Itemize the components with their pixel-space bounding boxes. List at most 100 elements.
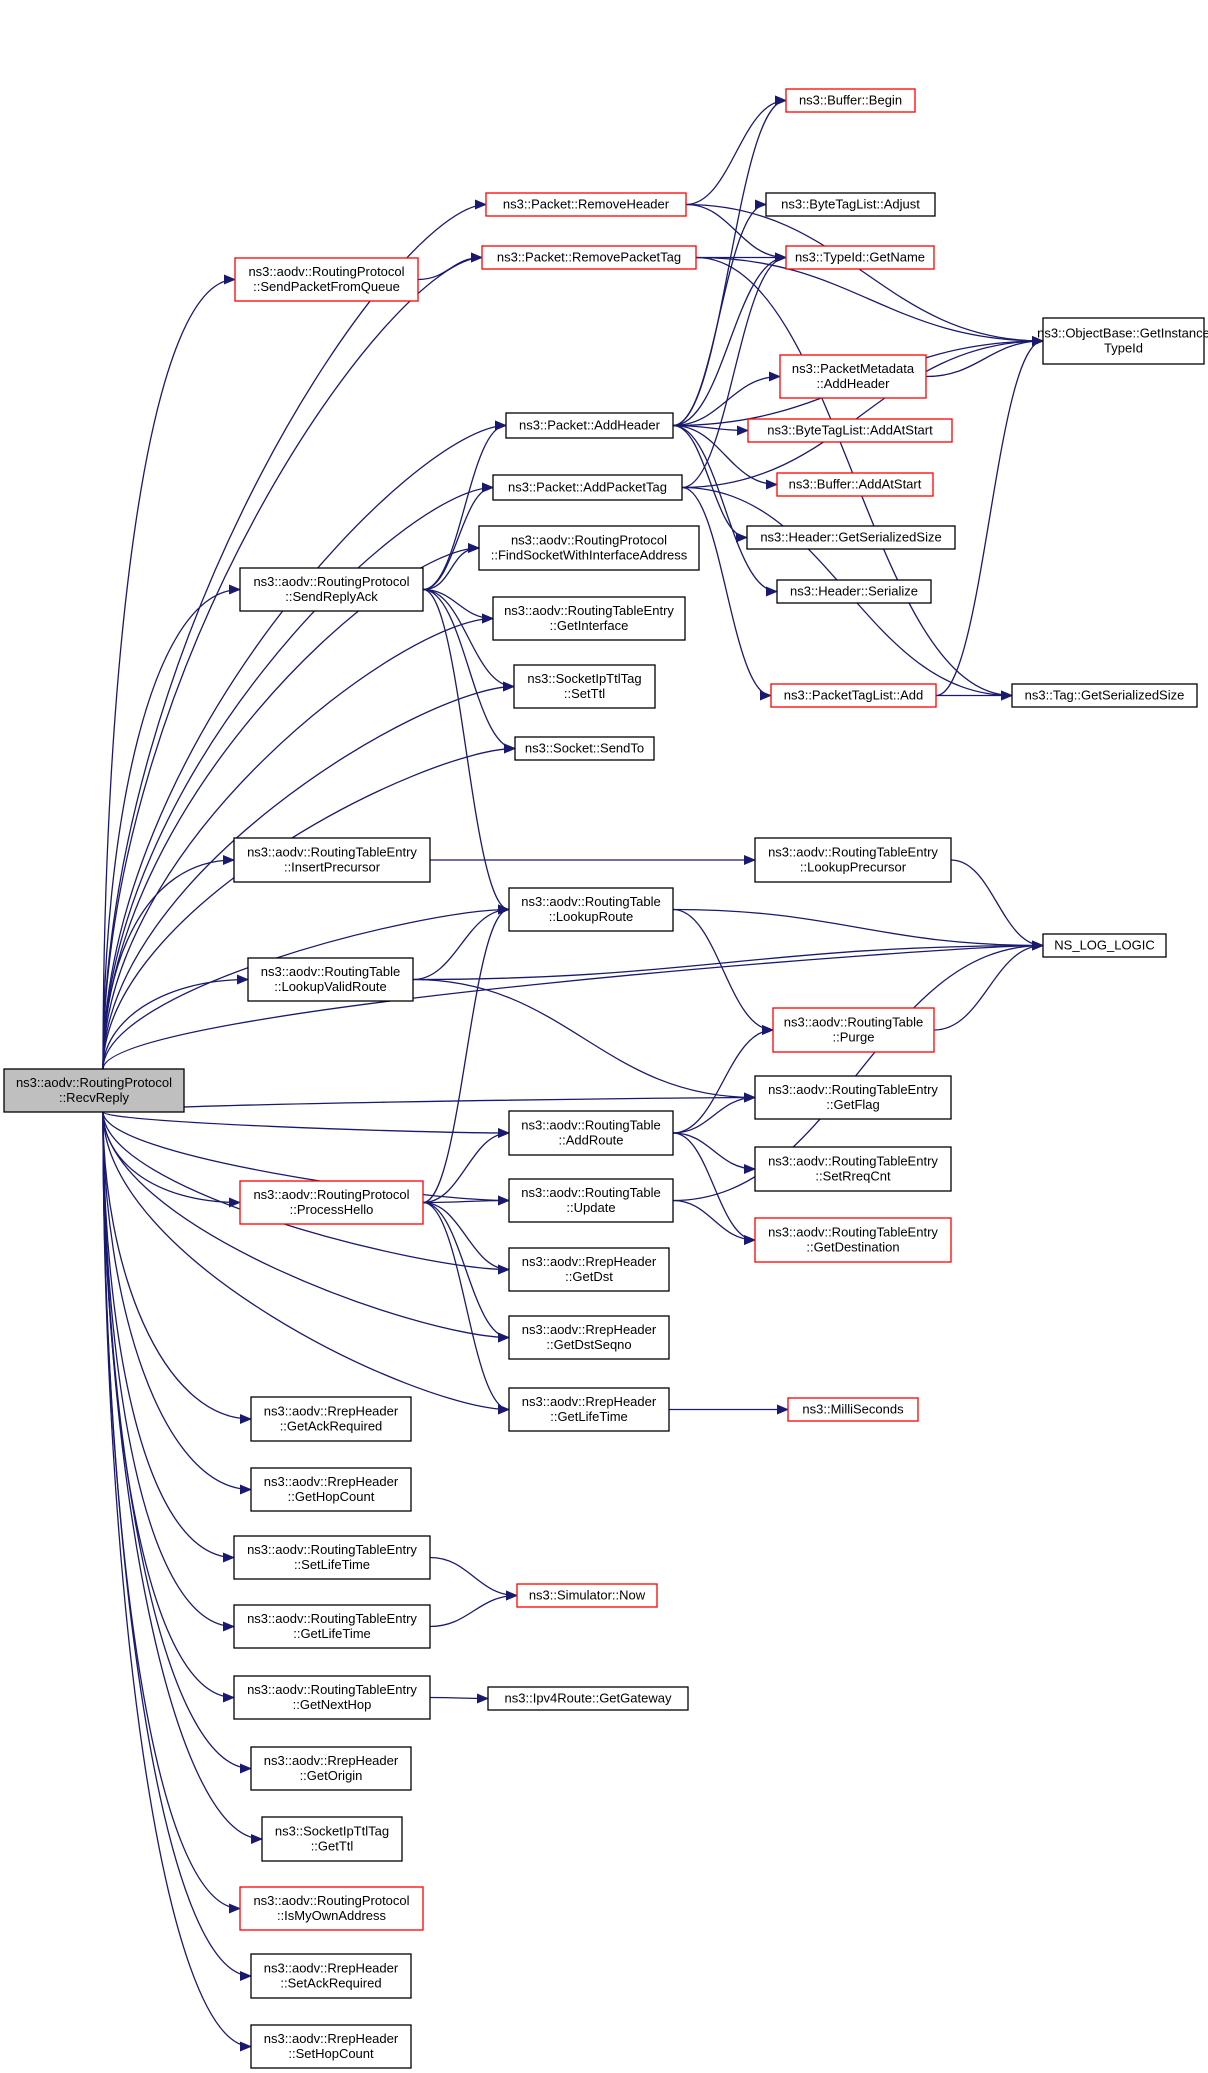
node-box[interactable] — [233, 1675, 431, 1720]
node-box[interactable] — [233, 1535, 431, 1580]
node-box[interactable] — [754, 1075, 952, 1120]
node-rrepgetlifetime[interactable]: ns3::aodv::RrepHeader::GetLifeTime — [508, 1387, 670, 1432]
node-box[interactable] — [250, 1953, 412, 1999]
node-headergetserializedsize[interactable]: ns3::Header::GetSerializedSize — [746, 525, 956, 550]
node-rtelookupprecursor[interactable]: ns3::aodv::RoutingTableEntry::LookupPrec… — [754, 837, 952, 883]
node-rtegetdestination[interactable]: ns3::aodv::RoutingTableEntry::GetDestina… — [754, 1217, 952, 1263]
node-box[interactable] — [754, 837, 952, 883]
node-box[interactable] — [1042, 317, 1205, 365]
node-milliseconds[interactable]: ns3::MilliSeconds — [787, 1397, 919, 1422]
node-rtegetlifetime[interactable]: ns3::aodv::RoutingTableEntry::GetLifeTim… — [233, 1604, 431, 1649]
node-rtpurge[interactable]: ns3::aodv::RoutingTable::Purge — [772, 1007, 935, 1053]
node-sendreplyack[interactable]: ns3::aodv::RoutingProtocol::SendReplyAck — [239, 567, 424, 612]
node-ipv4routegetgateway[interactable]: ns3::Ipv4Route::GetGateway — [487, 1686, 689, 1711]
node-box[interactable] — [247, 957, 414, 1002]
node-rtegetinterface[interactable]: ns3::aodv::RoutingTableEntry::GetInterfa… — [492, 596, 686, 641]
node-rtaddroute[interactable]: ns3::aodv::RoutingTable::AddRoute — [508, 1110, 674, 1156]
node-sendpacketfromqueue[interactable]: ns3::aodv::RoutingProtocol::SendPacketFr… — [234, 257, 419, 302]
node-processhello[interactable]: ns3::aodv::RoutingProtocol::ProcessHello — [239, 1180, 424, 1225]
node-bytetaglistadjust[interactable]: ns3::ByteTagList::Adjust — [765, 192, 936, 217]
node-box[interactable] — [508, 1315, 670, 1360]
node-rtegetflag[interactable]: ns3::aodv::RoutingTableEntry::GetFlag — [754, 1075, 952, 1120]
node-box[interactable] — [492, 596, 686, 641]
node-rrepgetorigin[interactable]: ns3::aodv::RrepHeader::GetOrigin — [250, 1746, 412, 1791]
node-simulatornow[interactable]: ns3::Simulator::Now — [516, 1583, 658, 1608]
node-rtesetrreqcnt[interactable]: ns3::aodv::RoutingTableEntry::SetRreqCnt — [754, 1146, 952, 1192]
node-packetaddheader[interactable]: ns3::Packet::AddHeader — [505, 412, 674, 439]
node-recvreply[interactable]: ns3::aodv::RoutingProtocol::RecvReply — [3, 1068, 185, 1113]
node-box[interactable] — [765, 192, 936, 217]
node-packetmetadataaddheader[interactable]: ns3::PacketMetadata::AddHeader — [779, 354, 927, 399]
node-box[interactable] — [261, 1816, 403, 1862]
node-box[interactable] — [508, 887, 674, 932]
node-sockettagsetttl[interactable]: ns3::SocketIpTtlTag::SetTtl — [513, 664, 656, 709]
node-packetaddpackettag[interactable]: ns3::Packet::AddPacketTag — [492, 474, 683, 501]
node-box[interactable] — [250, 1467, 412, 1512]
node-removeheader[interactable]: ns3::Packet::RemoveHeader — [485, 192, 687, 217]
node-box[interactable] — [250, 1396, 412, 1442]
node-box[interactable] — [785, 245, 935, 270]
node-box[interactable] — [508, 1387, 670, 1432]
node-box[interactable] — [487, 1686, 689, 1711]
node-box[interactable] — [233, 1604, 431, 1649]
node-box[interactable] — [239, 1886, 424, 1931]
node-box[interactable] — [3, 1068, 185, 1113]
node-box[interactable] — [785, 88, 916, 113]
node-box[interactable] — [508, 1110, 674, 1156]
node-box[interactable] — [250, 2024, 412, 2069]
node-box[interactable] — [1011, 683, 1198, 708]
node-box[interactable] — [772, 1007, 935, 1053]
node-box[interactable] — [1042, 933, 1167, 958]
node-box[interactable] — [513, 664, 656, 709]
node-packettaglistadd[interactable]: ns3::PacketTagList::Add — [770, 683, 937, 708]
node-rtupdate[interactable]: ns3::aodv::RoutingTable::Update — [508, 1178, 674, 1223]
node-nsloglogic[interactable]: NS_LOG_LOGIC — [1042, 933, 1167, 958]
node-box[interactable] — [481, 245, 697, 270]
node-rtesetlifetime[interactable]: ns3::aodv::RoutingTableEntry::SetLifeTim… — [233, 1535, 431, 1580]
node-rtegetnexthop[interactable]: ns3::aodv::RoutingTableEntry::GetNextHop — [233, 1675, 431, 1720]
node-box[interactable] — [239, 567, 424, 612]
node-box[interactable] — [776, 472, 934, 497]
node-box[interactable] — [508, 1178, 674, 1223]
node-box[interactable] — [516, 1583, 658, 1608]
node-rrepgetdst[interactable]: ns3::aodv::RrepHeader::GetDst — [508, 1247, 670, 1292]
node-box[interactable] — [787, 1397, 919, 1422]
node-box[interactable] — [776, 579, 932, 604]
node-rtlookuproute[interactable]: ns3::aodv::RoutingTable::LookupRoute — [508, 887, 674, 932]
node-bytetaglistaddatstart[interactable]: ns3::ByteTagList::AddAtStart — [747, 418, 953, 443]
node-box[interactable] — [746, 525, 956, 550]
node-box[interactable] — [492, 474, 683, 501]
node-rrepsetackrequired[interactable]: ns3::aodv::RrepHeader::SetAckRequired — [250, 1953, 412, 1999]
node-rteinsertprecursor[interactable]: ns3::aodv::RoutingTableEntry::InsertPrec… — [233, 837, 431, 883]
node-box[interactable] — [747, 418, 953, 443]
node-rrepsethopcount[interactable]: ns3::aodv::RrepHeader::SetHopCount — [250, 2024, 412, 2069]
node-socketsendto[interactable]: ns3::Socket::SendTo — [514, 736, 655, 761]
node-bufferaddatstart[interactable]: ns3::Buffer::AddAtStart — [776, 472, 934, 497]
node-box[interactable] — [234, 257, 419, 302]
node-box[interactable] — [478, 525, 700, 571]
node-box[interactable] — [505, 412, 674, 439]
node-box[interactable] — [754, 1217, 952, 1263]
node-removepackettag[interactable]: ns3::Packet::RemovePacketTag — [481, 245, 697, 270]
node-taggetserializedsize[interactable]: ns3::Tag::GetSerializedSize — [1011, 683, 1198, 708]
node-box[interactable] — [508, 1247, 670, 1292]
node-box[interactable] — [485, 192, 687, 217]
node-typeidgetname[interactable]: ns3::TypeId::GetName — [785, 245, 935, 270]
node-headerserialize[interactable]: ns3::Header::Serialize — [776, 579, 932, 604]
node-rrepgetackrequired[interactable]: ns3::aodv::RrepHeader::GetAckRequired — [250, 1396, 412, 1442]
node-rrepgetdstseqno[interactable]: ns3::aodv::RrepHeader::GetDstSeqno — [508, 1315, 670, 1360]
node-box[interactable] — [754, 1146, 952, 1192]
node-rtlookupvalidroute[interactable]: ns3::aodv::RoutingTable::LookupValidRout… — [247, 957, 414, 1002]
node-bufferbegin[interactable]: ns3::Buffer::Begin — [785, 88, 916, 113]
node-box[interactable] — [779, 354, 927, 399]
node-box[interactable] — [514, 736, 655, 761]
node-box[interactable] — [770, 683, 937, 708]
node-box[interactable] — [239, 1180, 424, 1225]
node-ismyownaddress[interactable]: ns3::aodv::RoutingProtocol::IsMyOwnAddre… — [239, 1886, 424, 1931]
node-rrepgethopcount[interactable]: ns3::aodv::RrepHeader::GetHopCount — [250, 1467, 412, 1512]
node-box[interactable] — [250, 1746, 412, 1791]
node-sockettaggetttl[interactable]: ns3::SocketIpTtlTag::GetTtl — [261, 1816, 403, 1862]
node-box[interactable] — [233, 837, 431, 883]
node-findsocket[interactable]: ns3::aodv::RoutingProtocol::FindSocketWi… — [478, 525, 700, 571]
